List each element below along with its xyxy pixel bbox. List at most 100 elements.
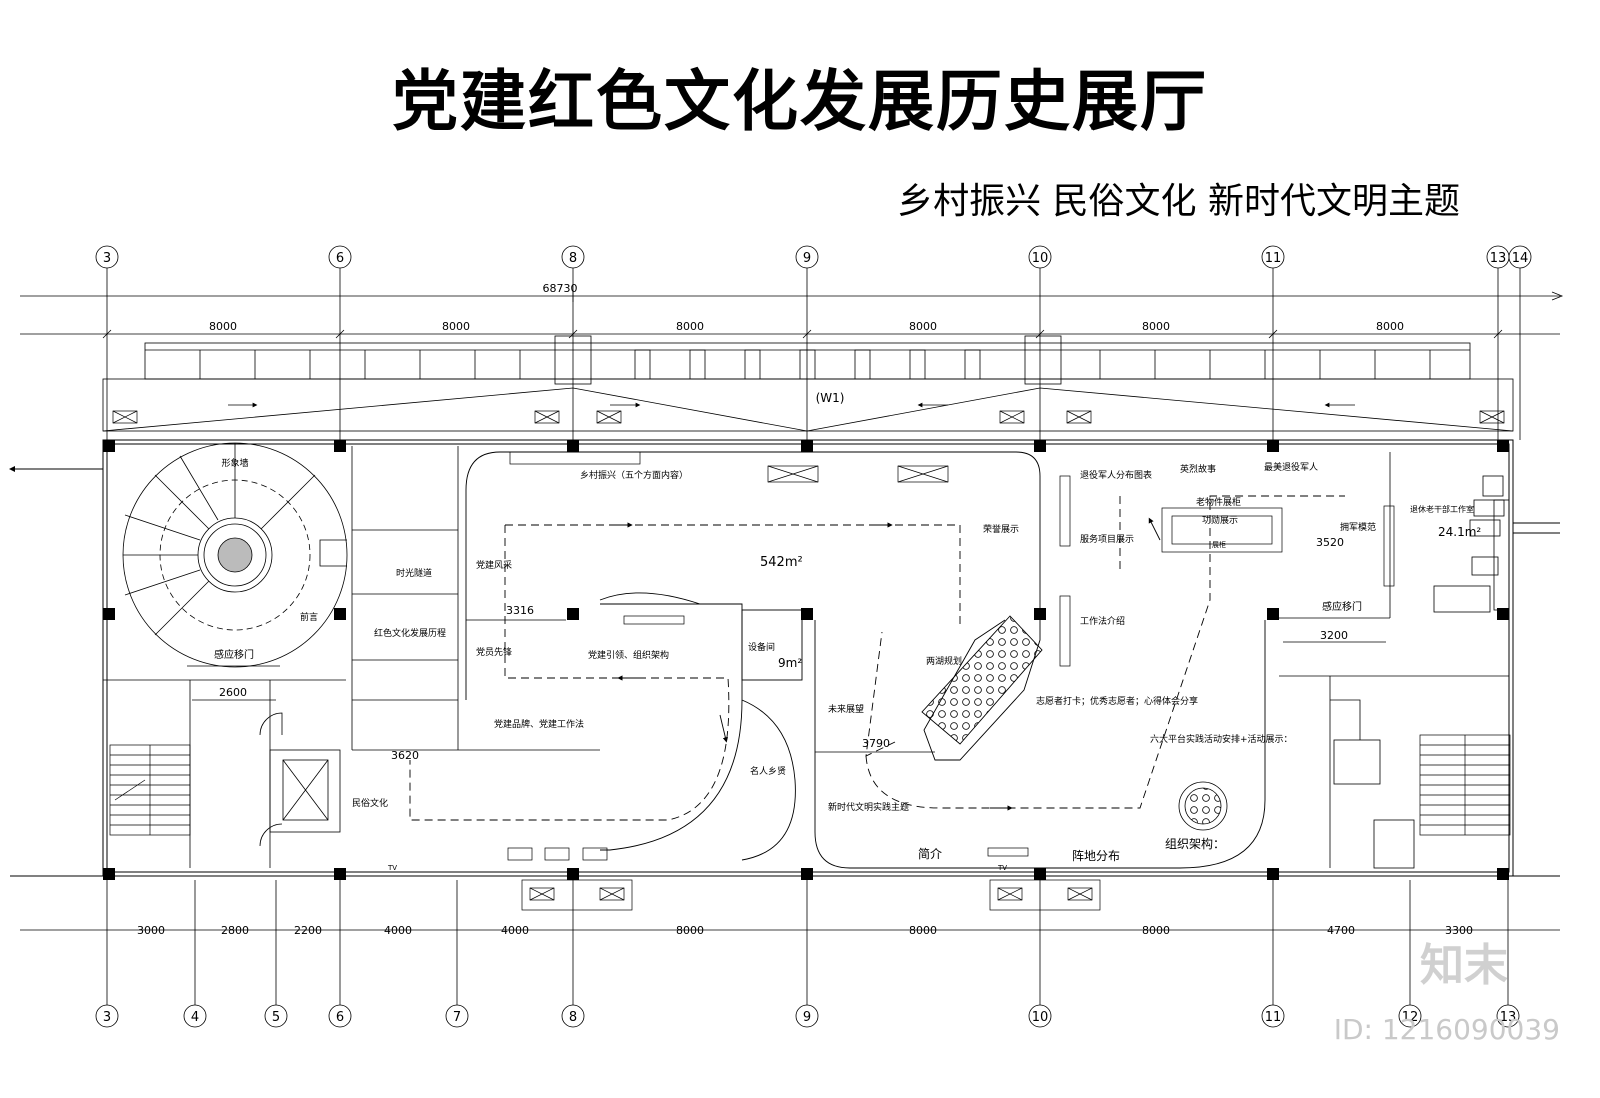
axis-label-bottom: 5: [272, 1010, 280, 1025]
folk-culture-label: 民俗文化: [352, 797, 388, 809]
bottom-dimension: 4000: [501, 924, 529, 937]
main-hall-walls: [465, 451, 1266, 869]
office-area: 24.1m²: [1438, 525, 1481, 539]
tv-label-left: TV: [387, 864, 397, 872]
left-partitions: [103, 446, 600, 868]
axis-label-bottom: 3: [103, 1010, 111, 1025]
old-items-cabinet-label: 老物件展柜: [1196, 496, 1241, 508]
bottom-axis-bubbles: [95, 1004, 1520, 1028]
dimension-3520: 3520: [1316, 536, 1344, 549]
dimension-3316: 3316: [506, 604, 534, 617]
axis-bubble-top: [795, 245, 819, 269]
party-leading-label: 党建引领、组织架构: [588, 649, 669, 661]
left-stair: [109, 744, 191, 836]
overall-dimension-line: [20, 290, 1564, 302]
bottom-dimension: 8000: [909, 924, 937, 937]
equipment-room-area: 9m²: [778, 656, 802, 670]
new-era-practice-label: 新时代文明实践主题: [828, 801, 909, 813]
axis-label-top: 10: [1032, 251, 1049, 266]
top-dimension: 8000: [676, 320, 704, 333]
axis-label-bottom: 8: [569, 1010, 577, 1025]
axis-label-top: 11: [1265, 251, 1282, 266]
famous-people-label: 名人乡贤: [750, 765, 786, 777]
axis-label-bottom: 6: [336, 1010, 344, 1025]
dimension-2600: 2600: [219, 686, 247, 699]
equipment-room-label: 设备间: [748, 641, 775, 653]
bottom-dimension: 3300: [1445, 924, 1473, 937]
axis-label-bottom: 13: [1500, 1010, 1517, 1025]
volunteers-label: 志愿者打卡；优秀志愿者；心得体会分享: [1036, 695, 1198, 707]
right-stair: [1419, 734, 1511, 836]
watermark-id: ID: 1216090039: [1333, 1013, 1560, 1046]
axis-bubble-top: [1261, 245, 1285, 269]
axis-label-top: 9: [803, 251, 811, 266]
two-lakes-plan-label: 两湖规划: [926, 655, 962, 667]
rural-revitalization-label: 乡村振兴（五个方面内容）: [580, 469, 688, 481]
axis-label-bottom: 11: [1265, 1010, 1282, 1025]
work-method-intro-label: 工作法介绍: [1080, 615, 1125, 627]
bottom-dimension: 8000: [1142, 924, 1170, 937]
martyr-stories-label: 英烈故事: [1180, 463, 1216, 475]
axis-bubble-top: [1028, 245, 1052, 269]
image-wall-label: 形象墙: [221, 457, 248, 469]
balcony-railing: [144, 335, 1471, 385]
axis-bubble-top: [95, 245, 119, 269]
red-culture-history-label: 红色文化发展历程: [374, 627, 446, 639]
axis-bubble-top: [328, 245, 352, 269]
tv-label-center: TV: [997, 864, 1007, 872]
party-brand-label: 党建品牌、党建工作法: [494, 718, 584, 730]
showcases: [507, 451, 1395, 861]
medal-display-label: 功勋展示: [1202, 514, 1238, 526]
axis-bubble-top: [561, 245, 585, 269]
axis-bubble-top: [1508, 245, 1532, 269]
top-dimension: 8000: [1142, 320, 1170, 333]
dimension-3790: 3790: [862, 737, 890, 750]
route-arrows: [610, 517, 1161, 811]
top-dimension: 8000: [209, 320, 237, 333]
top-dimension: 8000: [442, 320, 470, 333]
axis-label-bottom: 9: [803, 1010, 811, 1025]
top-dimension: 8000: [1376, 320, 1404, 333]
main-hall-tour-route: [409, 495, 1345, 821]
honor-display-label: 荣誉展示: [983, 523, 1019, 535]
bottom-dimension: 4700: [1327, 924, 1355, 937]
org-structure-display: [1178, 781, 1228, 831]
axis-label-bottom: 7: [453, 1010, 461, 1025]
time-tunnel-label: 时光隧道: [396, 567, 432, 579]
main-hall-area: 542m²: [760, 555, 803, 570]
dimension-3200: 3200: [1320, 629, 1348, 642]
showcase-label: 展柜: [1212, 540, 1226, 549]
axis-label-bottom: 4: [191, 1010, 199, 1025]
army-model-label: 拥军模范: [1340, 521, 1376, 533]
axis-label-bottom: 12: [1402, 1010, 1419, 1025]
org-structure-label: 组织架构：: [1165, 836, 1225, 851]
structural-columns: [103, 440, 1509, 880]
bottom-dimension: 3000: [137, 924, 165, 937]
axis-label-top: 14: [1512, 251, 1529, 266]
page-title: 党建红色文化发展历史展厅: [392, 63, 1208, 140]
dimension-3620: 3620: [391, 749, 419, 762]
foreword-label: 前言: [300, 611, 318, 623]
ac-units-top: [112, 410, 1505, 424]
axis-label-top: 8: [569, 251, 577, 266]
right-rooms: [1279, 452, 1510, 869]
page-subtitle: 乡村振兴 民俗文化 新时代文明主题: [897, 181, 1460, 222]
axis-label-bottom: 10: [1032, 1010, 1049, 1025]
axis-label-top: 13: [1490, 251, 1507, 266]
axis-label-top: 6: [336, 251, 344, 266]
best-veterans-label: 最美退役军人: [1264, 461, 1318, 473]
ac-units-bottom: [521, 879, 1101, 911]
party-pioneers-label: 党员先锋: [476, 646, 512, 658]
bottom-dimension: 2800: [221, 924, 249, 937]
veterans-distribution-label: 退役军人分布图表: [1080, 469, 1152, 481]
top-dimension-chain: [20, 329, 1560, 339]
office-name: 退休老干部工作室: [1410, 504, 1474, 514]
site-distribution-label: 阵地分布: [1072, 849, 1120, 863]
six-platforms-label: 六大平台实践活动安排+活动展示：: [1150, 733, 1293, 745]
sensor-door-right: 感应移门: [1322, 600, 1362, 613]
two-lakes-planning-display: [921, 615, 1043, 745]
sensor-door-left: 感应移门: [214, 648, 254, 661]
party-style-label: 党建风采: [476, 559, 512, 571]
image-wall-circle: [122, 442, 348, 668]
